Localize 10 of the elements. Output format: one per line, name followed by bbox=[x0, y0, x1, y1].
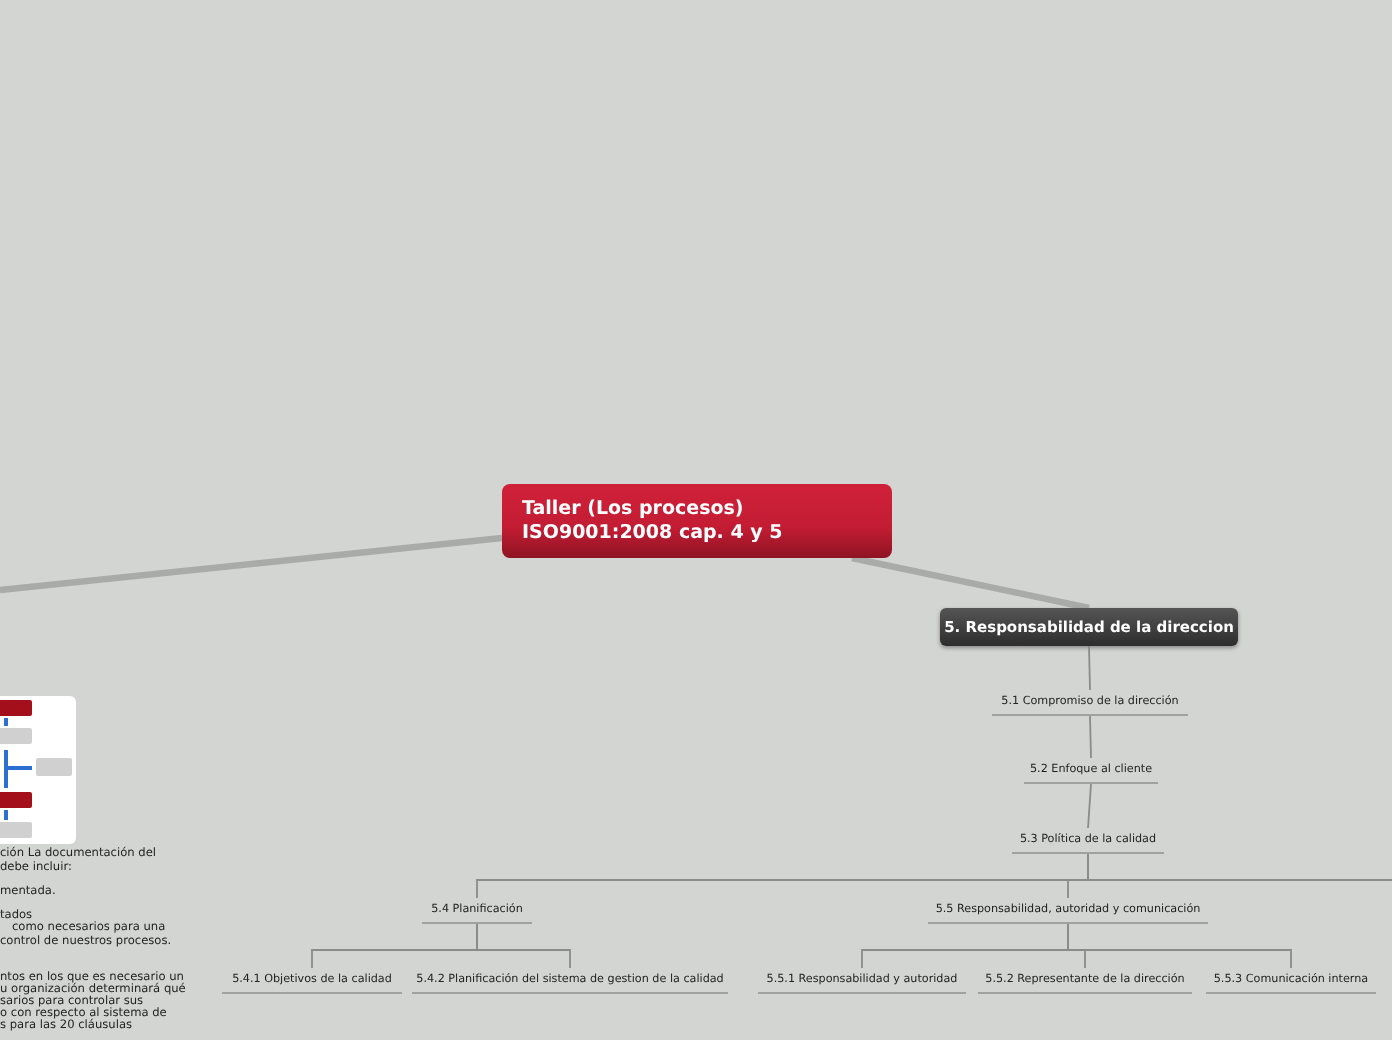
connector-line bbox=[0, 534, 503, 594]
connector-line bbox=[1067, 923, 1292, 969]
connector-line bbox=[851, 554, 1090, 612]
connector-line bbox=[1089, 715, 1092, 759]
connector-line bbox=[476, 923, 571, 969]
connector-line bbox=[1087, 853, 1392, 881]
picture bbox=[0, 696, 76, 844]
connector-line bbox=[1087, 783, 1092, 829]
central-topic-box: Taller (Los procesos) ISO9001:2008 cap. 4 y 5 bbox=[502, 484, 892, 558]
connector-line bbox=[1088, 645, 1091, 691]
